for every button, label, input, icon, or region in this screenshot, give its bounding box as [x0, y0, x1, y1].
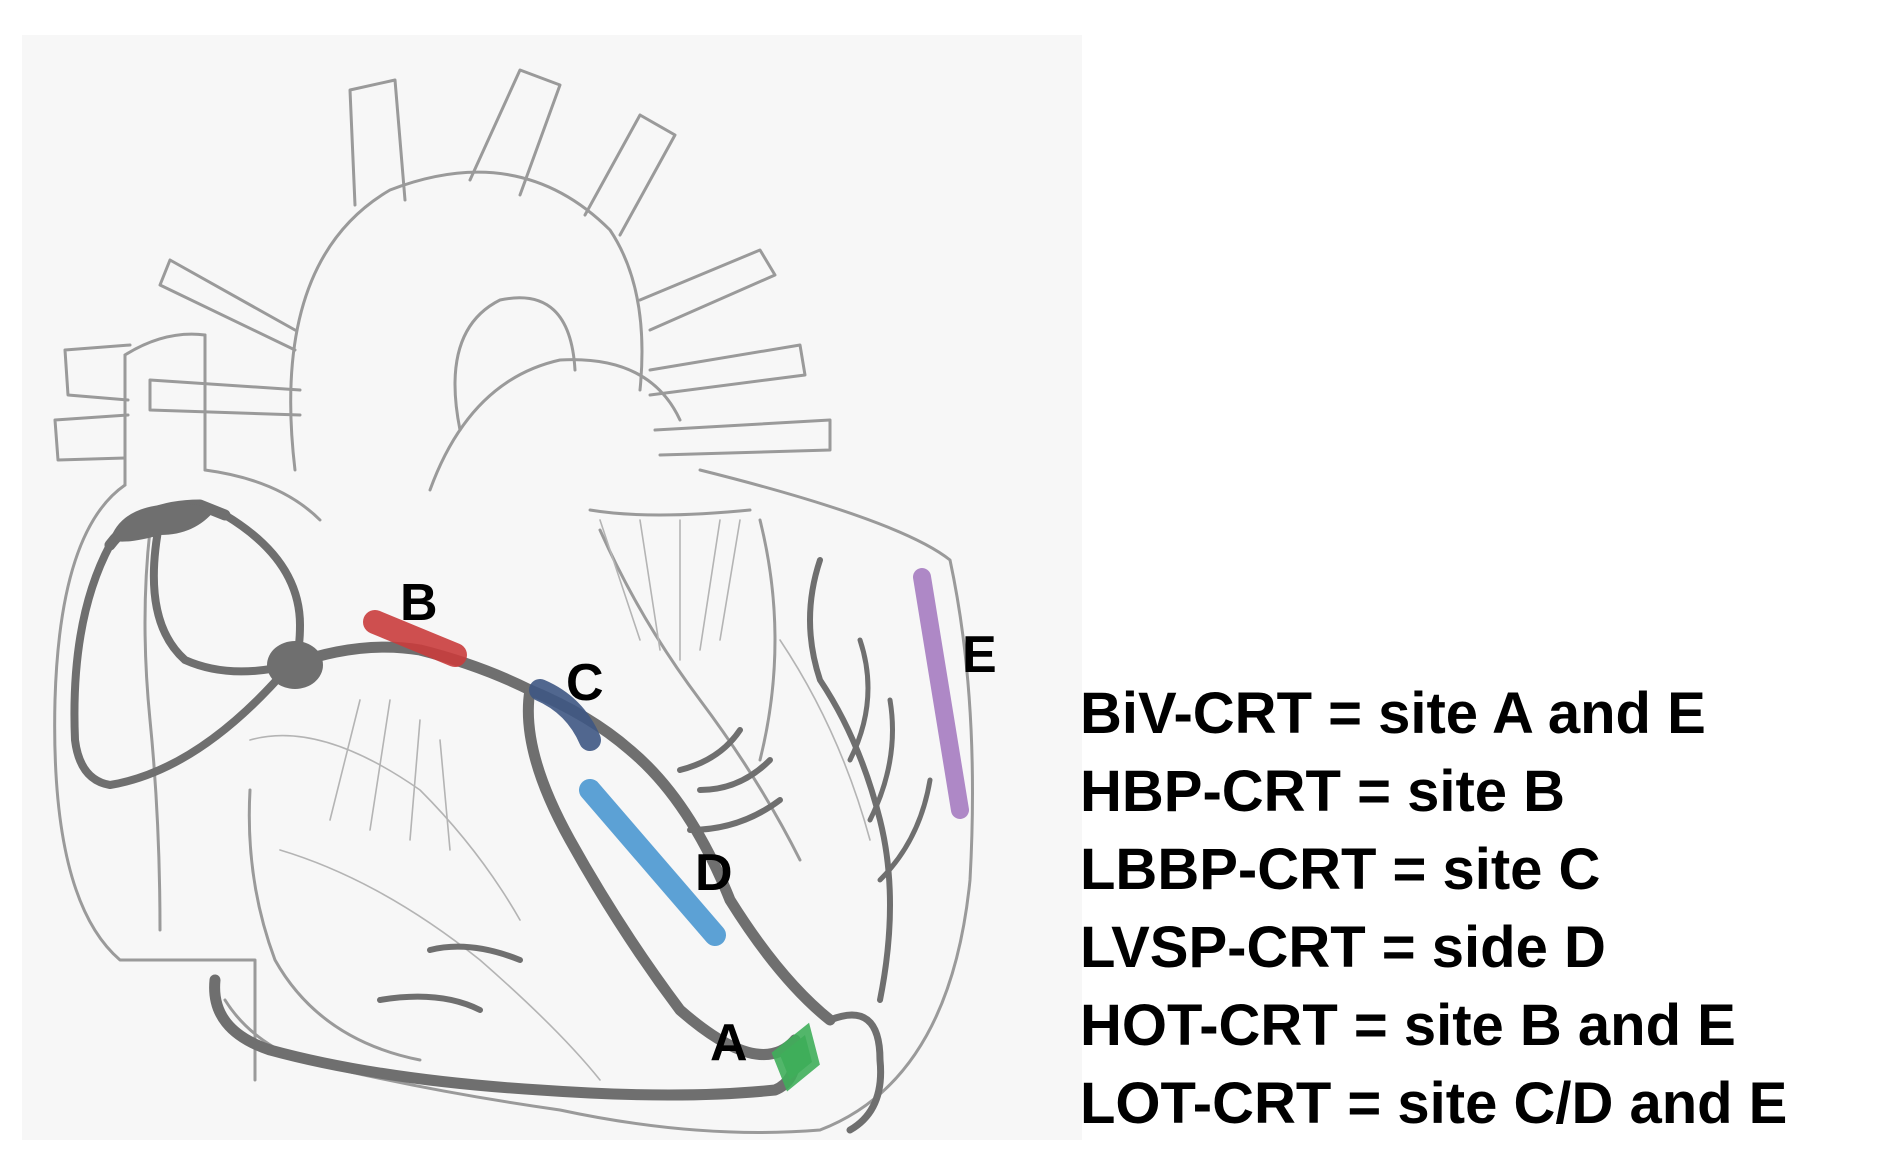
site-e-marker — [913, 568, 969, 819]
site-b-marker — [363, 610, 467, 667]
site-label-c: C — [566, 654, 604, 712]
legend-item-hot-crt: HOT-CRT = site B and E — [1080, 993, 1736, 1058]
site-label-b: B — [400, 574, 438, 632]
heart-outline — [53, 68, 974, 1134]
pacing-sites — [363, 568, 969, 1092]
site-label-e: E — [962, 626, 997, 684]
site-c-marker — [529, 679, 601, 751]
legend-item-lbbp-crt: LBBP-CRT = site C — [1080, 837, 1601, 902]
legend-item-biv-crt: BiV-CRT = site A and E — [1080, 681, 1706, 746]
site-label-a: A — [710, 1014, 748, 1072]
legend-item-lot-crt: LOT-CRT = site C/D and E — [1080, 1071, 1788, 1136]
site-a-marker — [771, 1022, 820, 1092]
site-d-marker — [579, 779, 726, 946]
site-label-d: D — [695, 844, 733, 902]
legend-item-hbp-crt: HBP-CRT = site B — [1080, 759, 1566, 824]
drawing-background — [22, 35, 1082, 1140]
legend-item-lvsp-crt: LVSP-CRT = side D — [1080, 915, 1606, 980]
crt-legend: BiV-CRT = site A and E HBP-CRT = site B … — [1080, 675, 1870, 1143]
